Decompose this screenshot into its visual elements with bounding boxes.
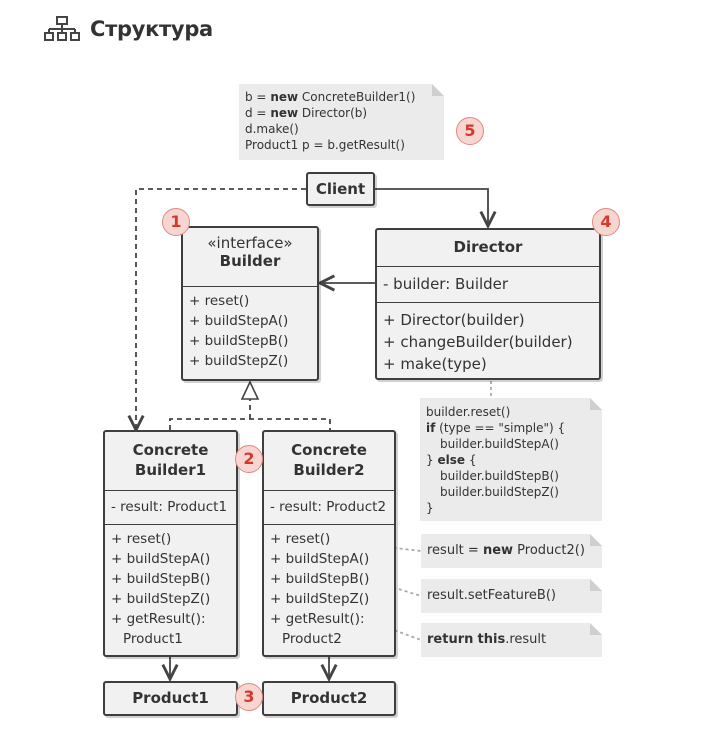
builder-method-step-b: + buildStepB() — [189, 333, 289, 349]
get-result-note: return this.result — [421, 623, 602, 657]
concrete-builder1-methods: + reset() + buildStepA() + buildStepB() … — [105, 524, 236, 653]
builder-method-reset: + reset() — [189, 293, 250, 309]
client-class: Client — [306, 172, 375, 206]
page-title: Структура — [90, 17, 213, 41]
page-header: Структура — [44, 12, 213, 46]
concrete-builder2-field-result: - result: Product2 — [270, 499, 387, 515]
concrete-builder2-method-step-b: + buildStepB() — [270, 571, 370, 587]
concrete-builder2-header: Concrete Builder2 — [264, 432, 394, 490]
director-methods: + Director(builder) + changeBuilder(buil… — [377, 302, 599, 381]
client-director-association — [375, 188, 488, 226]
badge-1: 1 — [162, 208, 190, 236]
concrete-builder2-methods: + reset() + buildStepA() + buildStepB() … — [264, 524, 394, 653]
concrete-builder2-method-step-z: + buildStepZ() — [270, 591, 370, 607]
concrete-builder2-method-step-a: + buildStepA() — [270, 551, 370, 567]
product1-class: Product1 — [103, 681, 238, 716]
concrete-builder2-fields: - result: Product2 — [264, 490, 394, 524]
reset-note: result = new Product2() — [421, 534, 602, 568]
builder-method-step-a: + buildStepA() — [189, 313, 289, 329]
concrete-builder2-name-line-1: Concrete — [291, 441, 367, 459]
director-method-change-builder: + changeBuilder(builder) — [383, 333, 573, 351]
product2-class: Product2 — [262, 681, 396, 716]
make-code-line-6: builder.buildStepZ() — [440, 485, 559, 499]
client-code-line-1: b = new ConcreteBuilder1() — [245, 90, 416, 104]
client-code-line-3: d.make() — [245, 122, 299, 136]
realization-lines — [169, 398, 331, 430]
concrete-builder1-method-step-b: + buildStepB() — [111, 571, 211, 587]
concrete-builder2-method-reset: + reset() — [270, 531, 331, 547]
concrete-builder1-class: Concrete Builder1 - result: Product1 + r… — [103, 430, 238, 657]
concrete-builder2-class: Concrete Builder2 - result: Product2 + r… — [262, 430, 396, 657]
builder-interface: «interface» Builder + reset() + buildSte… — [181, 226, 319, 381]
client-code-line-4: Product1 p = b.getResult() — [245, 138, 405, 152]
step-b-note: result.setFeatureB() — [421, 579, 602, 613]
concrete-builder2-get-result-type: Product2 — [282, 631, 342, 647]
client-builder1-dependency — [136, 188, 306, 430]
concrete-builder1-header: Concrete Builder1 — [105, 432, 236, 490]
make-code-line-5: builder.buildStepB() — [440, 469, 559, 483]
badge-3: 3 — [235, 683, 263, 711]
client-code-note: b = new ConcreteBuilder1() d = new Direc… — [239, 84, 444, 160]
director-field-builder: - builder: Builder — [383, 275, 509, 293]
concrete-builder1-field-result: - result: Product1 — [111, 499, 228, 515]
badge-5: 5 — [456, 117, 484, 145]
concrete-builder1-method-get-result: + getResult(): — [111, 611, 206, 627]
concrete-builder1-method-step-z: + buildStepZ() — [111, 591, 211, 607]
director-method-constructor: + Director(builder) — [383, 311, 525, 329]
director-method-make: + make(type) — [383, 355, 487, 373]
concrete-builder1-method-reset: + reset() — [111, 531, 172, 547]
concrete-builder1-get-result-type: Product1 — [123, 631, 183, 647]
badge-2: 2 — [235, 445, 263, 473]
product1-name: Product1 — [132, 689, 209, 707]
builder-header: «interface» Builder — [183, 228, 317, 286]
product2-name: Product2 — [290, 689, 368, 707]
make-code-line-7: } — [426, 501, 434, 515]
builder-method-step-z: + buildStepZ() — [189, 353, 289, 369]
concrete-builder1-method-step-a: + buildStepA() — [111, 551, 211, 567]
concrete-builder2-name-line-2: Builder2 — [293, 461, 365, 479]
realization-triangle — [240, 380, 260, 400]
make-code-line-4: } else { — [426, 453, 477, 467]
concrete-builder2-method-get-result: + getResult(): — [270, 611, 365, 627]
client-name: Client — [315, 180, 366, 198]
director-class: Director - builder: Builder + Director(b… — [375, 228, 601, 380]
builder-name: Builder — [219, 252, 281, 270]
make-code-line-3: builder.buildStepA() — [440, 437, 559, 451]
make-code-line-1: builder.reset() — [426, 405, 511, 419]
concrete-builder1-name-line-1: Concrete — [132, 441, 209, 459]
make-code-note: builder.reset() if (type == "simple") { … — [420, 398, 602, 521]
structure-icon — [44, 16, 80, 41]
concrete-builder1-fields: - result: Product1 — [105, 490, 236, 524]
client-code-line-2: d = new Director(b) — [245, 106, 368, 120]
builder-methods: + reset() + buildStepA() + buildStepB() … — [183, 286, 317, 375]
director-fields: - builder: Builder — [377, 266, 599, 302]
director-name: Director — [453, 238, 523, 256]
builder-stereotype: «interface» — [207, 234, 293, 252]
make-code-line-2: if (type == "simple") { — [426, 421, 566, 435]
badge-4: 4 — [592, 208, 620, 236]
concrete-builder1-name-line-2: Builder1 — [134, 461, 207, 479]
